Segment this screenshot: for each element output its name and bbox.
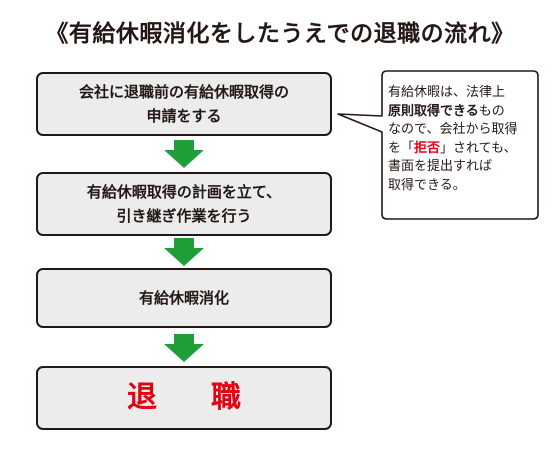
note-line: 取得できる。 <box>388 177 466 193</box>
down-arrow-icon <box>164 140 204 168</box>
note-text: 有給休暇は、法律上 原則取得できるもの なので、会社から取得 を「拒否」されても… <box>388 84 538 195</box>
step-label-line: 有給休暇消化 <box>138 289 229 307</box>
flow-step-plan: 有給休暇取得の計画を立て、 引き継ぎ作業を行う <box>36 172 332 236</box>
note-line: 有給休暇は、法律上 <box>388 85 506 100</box>
note-line: を「拒否」されても、 <box>388 140 538 159</box>
flow-step-resign: 退職 <box>36 366 332 430</box>
step-label-final: 退職 <box>127 380 295 415</box>
note-refusal-highlight: 拒否 <box>414 140 441 156</box>
step-label-line: 引き継ぎ作業を行う <box>116 207 252 225</box>
down-arrow-icon <box>164 238 204 266</box>
step-label-line: 会社に退職前の有給休暇取得の <box>78 83 289 101</box>
note-emphasis: 原則取得できる <box>388 103 479 119</box>
note-line: なので、会社から取得 <box>388 122 518 137</box>
flow-step-apply: 会社に退職前の有給休暇取得の 申請をする <box>36 72 332 136</box>
flow-step-use-leave: 有給休暇消化 <box>36 268 332 328</box>
note-quote-open: を「 <box>388 140 415 156</box>
down-arrow-icon <box>164 334 204 362</box>
speech-bubble-shape <box>337 70 539 220</box>
step-label-line: 申請をする <box>146 107 222 125</box>
note-line: 原則取得できるもの <box>388 103 538 122</box>
note-line-rest: もの <box>478 103 505 119</box>
note-quote-close: 」されても、 <box>440 140 517 156</box>
step-label-line: 有給休暇取得の計画を立て、 <box>86 183 282 201</box>
page-title: 《有給休暇消化をしたうえでの退職の流れ》 <box>45 21 515 47</box>
note-line: 書面を提出すれば <box>388 159 493 174</box>
note-bubble: 有給休暇は、法律上 原則取得できるもの なので、会社から取得 を「拒否」されても… <box>336 70 540 222</box>
